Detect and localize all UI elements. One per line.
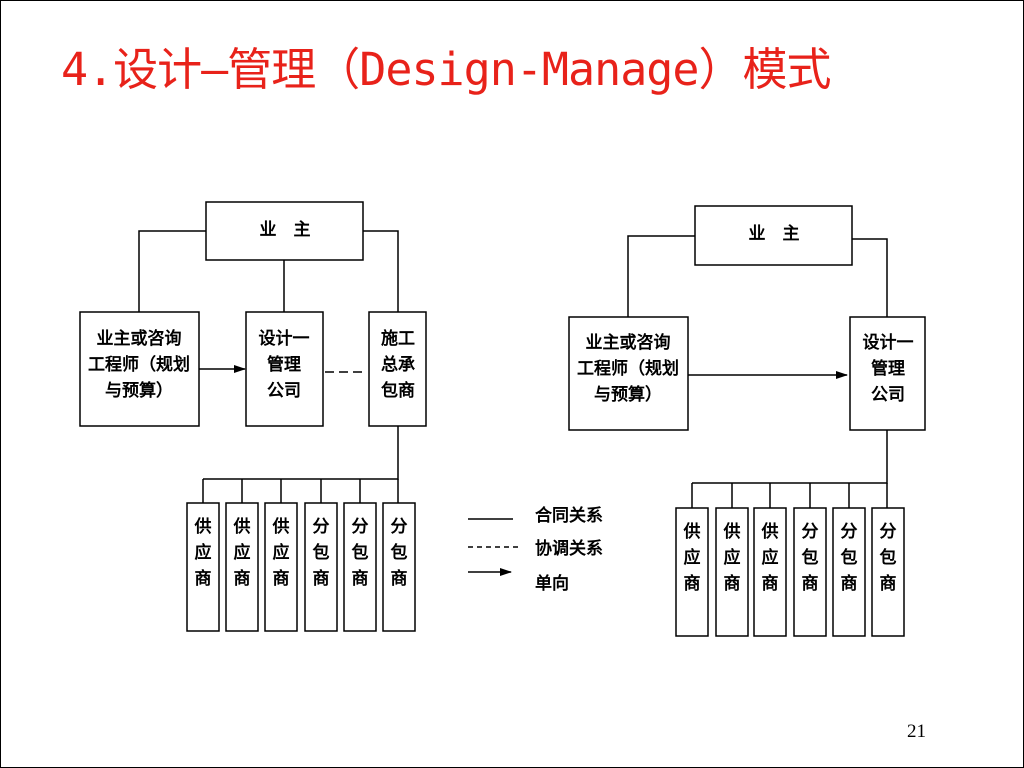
right-owner-box (694, 205, 853, 266)
right-supplier-label: 供应商 (761, 521, 779, 594)
left-general-contractor-label: 施工总承包商 (381, 328, 415, 401)
left-subcontractor-label: 分包商 (391, 517, 408, 589)
left-owner-box (205, 201, 364, 261)
right-owner-label: 业 主 (749, 223, 800, 244)
right-supplier-label: 供应商 (683, 521, 701, 594)
left-supplier-label: 供应商 (272, 516, 290, 589)
right-subcontractor-box (832, 507, 866, 637)
right-consultant-box (568, 316, 689, 431)
left-subcontractor-label: 分包商 (313, 517, 330, 589)
left-general-contractor-box (368, 311, 427, 427)
legend: 合同关系 协调关系 单向 (468, 505, 603, 594)
left-design-manage-box (245, 311, 324, 427)
left-supplier-box (186, 502, 220, 632)
left-subcontractor-box (304, 502, 338, 632)
left-consultant-box (79, 311, 200, 427)
left-subcontractor-label: 分包商 (352, 517, 369, 589)
legend-one-way-label: 单向 (535, 573, 569, 594)
left-consultant-label: 业主或咨询工程师（规划与预算） (88, 328, 190, 401)
left-diagram (79, 201, 427, 632)
left-contract-lines (138, 230, 399, 503)
right-supplier-box (675, 507, 709, 637)
legend-contract-label: 合同关系 (535, 505, 603, 526)
left-supplier-box (225, 502, 259, 632)
legend-coordination-label: 协调关系 (535, 538, 603, 559)
right-subcontractor-box (793, 507, 827, 637)
left-subcontractor-box (382, 502, 416, 632)
right-subcontractor-label: 分包商 (802, 522, 819, 594)
left-design-manage-label: 设计一管理公司 (259, 328, 310, 401)
left-supplier-label: 供应商 (194, 516, 212, 589)
left-subcontractor-box (343, 502, 377, 632)
right-subcontractor-box (871, 507, 905, 637)
right-contract-lines (627, 235, 888, 508)
right-diagram (568, 205, 926, 637)
right-design-manage-box (849, 316, 926, 431)
left-owner-label: 业 主 (260, 219, 311, 240)
slide-title: 4.设计—管理（Design-Manage）模式 (61, 43, 831, 96)
right-supplier-box (753, 507, 787, 637)
left-supplier-label: 供应商 (233, 516, 251, 589)
right-subcontractor-label: 分包商 (880, 522, 897, 594)
page-number: 21 (907, 721, 926, 742)
right-subcontractor-label: 分包商 (841, 522, 858, 594)
right-consultant-label: 业主或咨询工程师（规划与预算） (577, 332, 679, 405)
left-supplier-box (264, 502, 298, 632)
right-design-manage-label: 设计一管理公司 (863, 332, 914, 405)
right-supplier-label: 供应商 (723, 521, 741, 594)
right-supplier-box (715, 507, 749, 637)
